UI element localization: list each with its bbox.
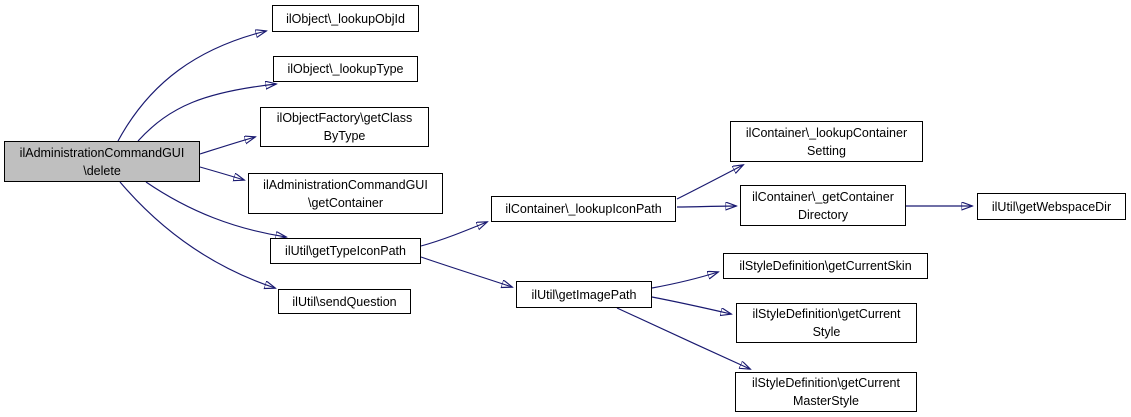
- node-il-administration-command-gui-delete: ilAdministrationCommandGUI \delete: [4, 141, 200, 182]
- node-label: ilObject\_lookupType: [287, 62, 404, 76]
- edge-delete-to-lookup-type: [137, 84, 276, 142]
- node-il-object-factory-get-class-by-type[interactable]: ilObjectFactory\getClass ByType: [260, 107, 429, 147]
- node-label: Directory: [797, 207, 848, 222]
- node-label: ilUtil\getWebspaceDir: [991, 199, 1112, 214]
- node-label: ilUtil\getTypeIconPath: [285, 244, 406, 258]
- edge-lookup-icon-path-to-get-container-directory: [676, 206, 736, 207]
- node-label: ilAdministrationCommandGUI: [19, 145, 185, 160]
- edge-delete-to-get-class-by-type: [199, 137, 255, 155]
- edge-get-type-icon-path-to-get-image-path: [420, 256, 512, 287]
- edge-get-image-path-to-get-current-skin: [651, 272, 718, 289]
- node-il-container-lookup-icon-path[interactable]: ilContainer\_lookupIconPath: [491, 196, 676, 222]
- node-il-style-definition-get-current-skin[interactable]: ilStyleDefinition\getCurrentSkin: [723, 253, 928, 279]
- node-label: Setting: [807, 143, 846, 158]
- node-label: ilUtil\sendQuestion: [292, 294, 397, 309]
- node-label: ilUtil\getImagePath: [531, 287, 637, 302]
- node-label: \getContainer: [307, 195, 384, 210]
- node-il-style-definition-get-current-style[interactable]: ilStyleDefinition\getCurrent Style: [736, 303, 917, 343]
- node-label: ilContainer\_lookupContainer: [745, 125, 908, 140]
- edge-delete-to-lookup-obj-id: [117, 31, 266, 142]
- edge-get-type-icon-path-to-lookup-icon-path: [420, 222, 487, 247]
- node-label: ilStyleDefinition\getCurrent: [752, 307, 901, 321]
- edge-delete-to-send-question: [119, 181, 275, 288]
- node-label: ilObjectFactory\getClass: [276, 111, 413, 125]
- node-label: ilStyleDefinition\getCurrentSkin: [739, 259, 912, 273]
- node-il-object-lookup-obj-id[interactable]: ilObject\_lookupObjId: [272, 5, 419, 32]
- node-label: \delete: [83, 163, 121, 178]
- node-il-util-get-webspace-dir[interactable]: ilUtil\getWebspaceDir: [977, 193, 1126, 220]
- node-il-administration-command-gui-get-container[interactable]: ilAdministrationCommandGUI \getContainer: [248, 173, 443, 214]
- node-label: ilContainer\_lookupIconPath: [505, 202, 662, 216]
- edge-get-image-path-to-get-current-master-style: [616, 307, 750, 369]
- node-label: ilStyleDefinition\getCurrent: [752, 376, 900, 390]
- node-label: MasterStyle: [793, 394, 859, 408]
- node-label: ilObject\_lookupObjId: [286, 11, 405, 26]
- node-il-container-get-container-directory[interactable]: ilContainer\_getContainer Directory: [740, 185, 906, 226]
- node-il-style-definition-get-current-master-style[interactable]: ilStyleDefinition\getCurrent MasterStyle: [735, 372, 917, 412]
- node-il-util-send-question[interactable]: ilUtil\sendQuestion: [278, 289, 411, 314]
- node-il-util-get-image-path[interactable]: ilUtil\getImagePath: [516, 281, 652, 308]
- edge-get-image-path-to-get-current-style: [651, 296, 731, 314]
- edge-delete-to-get-container: [199, 166, 244, 180]
- node-label: ilAdministrationCommandGUI: [263, 177, 428, 192]
- edge-lookup-icon-path-to-lookup-container-setting: [676, 165, 743, 200]
- node-il-object-lookup-type[interactable]: ilObject\_lookupType: [273, 56, 418, 82]
- edge-delete-to-get-type-icon-path: [145, 181, 286, 237]
- node-label: ByType: [323, 129, 366, 143]
- node-label: Style: [812, 325, 841, 339]
- node-il-container-lookup-container-setting[interactable]: ilContainer\_lookupContainer Setting: [730, 121, 923, 162]
- node-il-util-get-type-icon-path[interactable]: ilUtil\getTypeIconPath: [270, 238, 421, 264]
- node-label: ilContainer\_getContainer: [752, 189, 894, 204]
